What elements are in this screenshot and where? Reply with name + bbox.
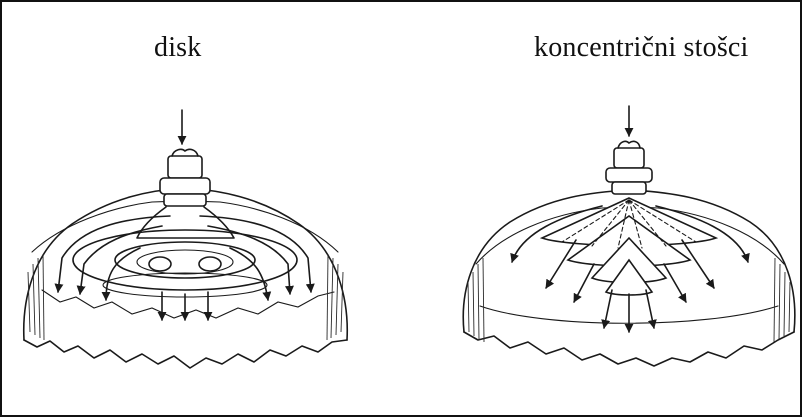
cones-nozzle-neck	[618, 141, 640, 148]
disk-nozzle-base	[164, 194, 206, 206]
cones-atomizer	[463, 106, 795, 366]
disk-nozzle-top	[168, 156, 202, 178]
disk-vane-left	[149, 257, 171, 271]
cones-dome-bottom-edge	[464, 332, 794, 366]
cones-nozzle-top	[614, 148, 644, 168]
disk-cone	[137, 207, 234, 238]
disk-nozzle-neck	[172, 149, 198, 156]
disk-nozzle-collar	[160, 178, 210, 194]
disk-dome-bottom-edge	[24, 340, 347, 368]
disk-dome-inner-rim	[32, 201, 338, 252]
disk-atomizer	[24, 110, 347, 368]
cones-nozzle-base	[612, 182, 646, 194]
cones-nozzle-collar	[606, 168, 652, 182]
disk-vane-right	[199, 257, 221, 271]
cones-hatching-left	[468, 258, 484, 342]
